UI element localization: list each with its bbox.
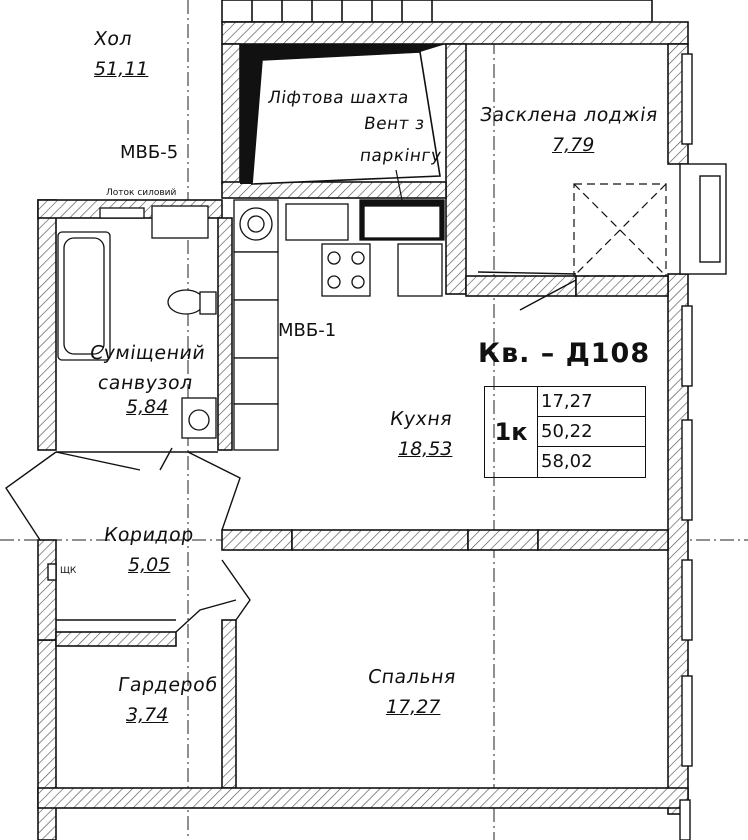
loggia-area: 7,79 xyxy=(552,134,595,156)
apartment-title: Кв. – Д108 xyxy=(478,338,651,369)
bathroom-area: 5,84 xyxy=(126,396,169,418)
loggia-name: Засклена лоджія xyxy=(478,104,660,126)
mvb5-tag: МВБ-5 xyxy=(120,142,179,163)
bathroom-name-1: Суміщений xyxy=(88,342,207,364)
area-total: 50,22 xyxy=(537,417,645,447)
loggia-column xyxy=(573,183,667,277)
area-gross: 58,02 xyxy=(541,451,593,472)
fixtures xyxy=(57,199,445,451)
bedroom-area: 17,27 xyxy=(386,696,441,718)
top-wall-strip xyxy=(221,0,653,23)
bathroom-name-2: санвузол xyxy=(96,372,195,394)
apartment-type: 1к xyxy=(485,387,538,477)
wardrobe-name: Гардероб xyxy=(116,674,220,696)
kitchen-area: 18,53 xyxy=(398,438,453,460)
bedroom-name: Спальня xyxy=(366,666,458,688)
panel-tag: ЩК xyxy=(60,566,77,576)
area-table: 1к 17,27 50,22 58,02 xyxy=(484,386,646,478)
elevator-shaft xyxy=(240,44,446,201)
shaft-note: Лоток силовий xyxy=(106,188,177,198)
elevator-label: Ліфтова шахта xyxy=(266,88,411,108)
vent-label-2: паркінгу xyxy=(358,146,443,166)
mvb1-tag: МВБ-1 xyxy=(278,320,337,341)
corridor-name: Коридор xyxy=(102,524,196,546)
area-living: 17,27 xyxy=(537,387,645,417)
wardrobe-area: 3,74 xyxy=(126,704,169,726)
doors xyxy=(5,447,251,633)
vent-label-1: Вент з xyxy=(362,114,426,134)
windows xyxy=(679,53,727,840)
corridor-area: 5,05 xyxy=(128,554,171,576)
loggia-door xyxy=(477,271,577,311)
hall-name: Хол xyxy=(92,28,134,50)
kitchen-name: Кухня xyxy=(388,408,454,430)
hall-area: 51,11 xyxy=(94,58,149,80)
